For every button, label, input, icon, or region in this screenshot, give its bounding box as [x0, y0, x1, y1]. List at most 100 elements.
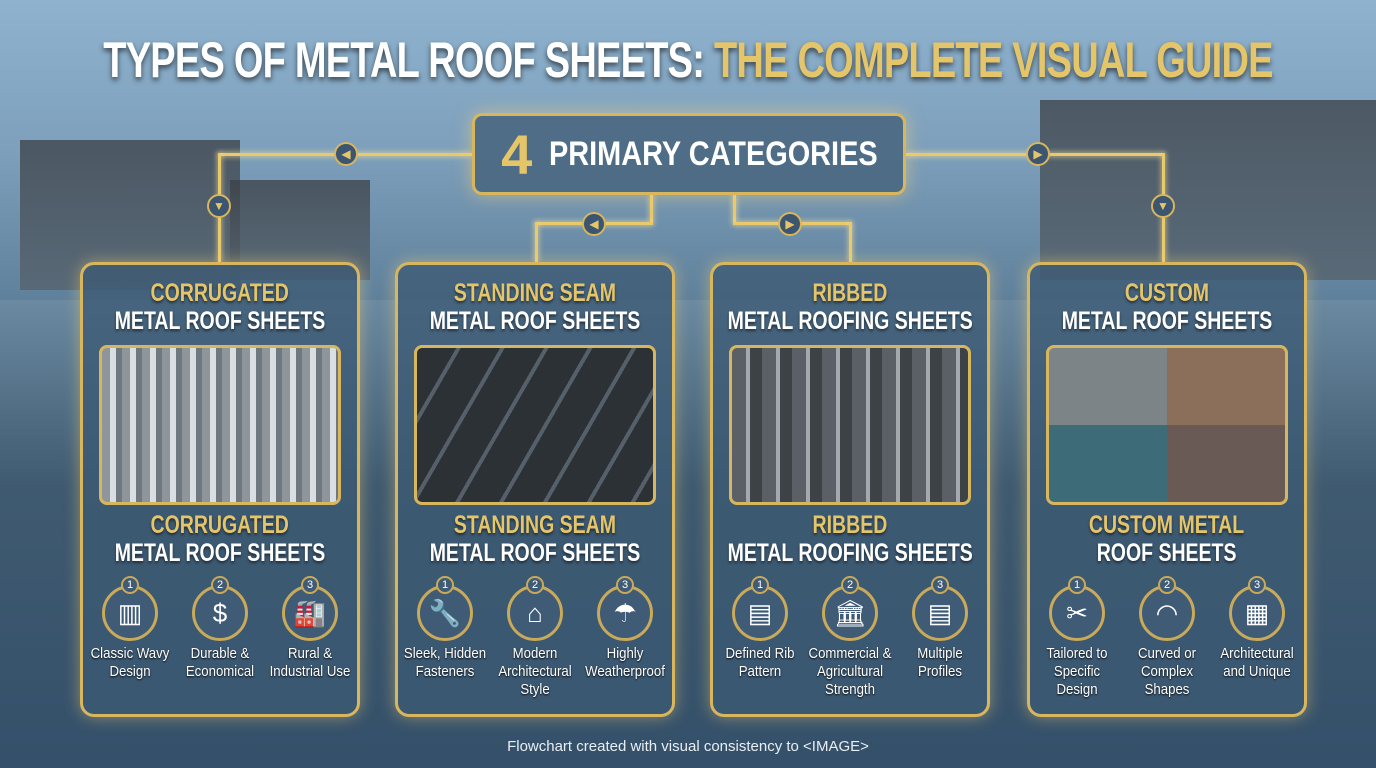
feature-number: 1: [751, 576, 769, 594]
footer-note: Flowchart created with visual consistenc…: [507, 738, 869, 755]
arrow-left-icon: ◀: [334, 142, 358, 166]
rain-cloud-icon: ☂ 3: [597, 576, 653, 641]
arrow-down-icon: ▼: [1151, 194, 1175, 218]
office-building-icon: ▦ 3: [1229, 576, 1285, 641]
connector: [733, 195, 736, 223]
arrow-down-icon: ▼: [207, 194, 231, 218]
heading-white: METAL ROOF SHEETS: [1061, 307, 1273, 335]
rib-pattern-icon: ▤ 1: [732, 576, 788, 641]
feature-1: ▥ 1 Classic Wavy Design: [85, 576, 175, 681]
feature-label: Multiple Profiles: [917, 645, 963, 680]
arrow-right-icon: ▶: [778, 212, 802, 236]
building-icon: 🏛 2: [822, 576, 878, 641]
feature-number: 2: [211, 576, 229, 594]
heading-gold: STANDING SEAM: [453, 279, 617, 307]
feature-2: $ 2 Durable & Economical: [175, 576, 265, 681]
corrugated-roof-image: [99, 345, 341, 505]
feature-3: ☂ 3 Highly Weatherproof: [580, 576, 670, 699]
feature-3: ▦ 3 Architectural and Unique: [1212, 576, 1302, 699]
connector: [650, 195, 653, 223]
feature-number: 3: [301, 576, 319, 594]
heading-white: METAL ROOF SHEETS: [114, 539, 326, 567]
feature-number: 2: [526, 576, 544, 594]
feature-2: 🏛 2 Commercial & Agricultural Strength: [805, 576, 895, 699]
feature-list: ▥ 1 Classic Wavy Design $ 2 Durable & Ec…: [83, 576, 357, 681]
feature-number: 3: [931, 576, 949, 594]
page-title: TYPES OF METAL ROOF SHEETS: THE COMPLETE…: [103, 32, 1273, 88]
feature-list: ✂ 1 Tailored to Specific Design ◠ 2 Curv…: [1030, 576, 1304, 699]
money-hand-icon: $ 2: [192, 576, 248, 641]
primary-categories-box: 4 PRIMARY CATEGORIES: [472, 113, 906, 195]
heading-white: METAL ROOF SHEETS: [114, 307, 326, 335]
category-label: PRIMARY CATEGORIES: [549, 134, 878, 173]
feature-label: Curved or Complex Shapes: [1138, 645, 1196, 698]
category-count: 4: [501, 122, 533, 186]
feature-label: Rural & Industrial Use: [269, 645, 351, 680]
connector: [535, 222, 538, 262]
feature-number: 1: [1068, 576, 1086, 594]
heading-gold: RIBBED: [812, 511, 888, 539]
document-icon: ▤ 3: [912, 576, 968, 641]
feature-2: ◠ 2 Curved or Complex Shapes: [1122, 576, 1212, 699]
feature-label: Sleek, Hidden Fasteners: [403, 645, 487, 680]
feature-3: 🏭 3 Rural & Industrial Use: [265, 576, 355, 681]
feature-number: 1: [436, 576, 454, 594]
arrow-right-icon: ▶: [1026, 142, 1050, 166]
feature-number: 2: [1158, 576, 1176, 594]
feature-list: ▤ 1 Defined Rib Pattern 🏛 2 Commercial &…: [713, 576, 987, 699]
feature-label: Durable & Economical: [185, 645, 255, 680]
feature-number: 2: [841, 576, 859, 594]
heading-gold: CORRUGATED: [150, 279, 290, 307]
house-icon: ⌂ 2: [507, 576, 563, 641]
feature-list: 🔧 1 Sleek, Hidden Fasteners ⌂ 2 Modern A…: [398, 576, 672, 699]
title-gold: THE COMPLETE VISUAL GUIDE: [713, 32, 1274, 88]
arrow-left-icon: ◀: [582, 212, 606, 236]
custom-roof-image: [1046, 345, 1288, 505]
feature-number: 1: [121, 576, 139, 594]
curved-sheet-icon: ◠ 2: [1139, 576, 1195, 641]
tools-icon: ✂ 1: [1049, 576, 1105, 641]
heading-gold: RIBBED: [812, 279, 888, 307]
heading-white: METAL ROOF SHEETS: [429, 307, 641, 335]
feature-number: 3: [1248, 576, 1266, 594]
connector: [849, 222, 852, 262]
feature-1: ✂ 1 Tailored to Specific Design: [1032, 576, 1122, 699]
ribbed-roof-image: [729, 345, 971, 505]
heading-white: METAL ROOFING SHEETS: [727, 307, 973, 335]
feature-3: ▤ 3 Multiple Profiles: [895, 576, 985, 699]
feature-label: Defined Rib Pattern: [725, 645, 795, 680]
heading-gold: CUSTOM METAL: [1089, 511, 1245, 539]
feature-label: Commercial & Agricultural Strength: [808, 645, 892, 698]
heading-gold: CUSTOM: [1124, 279, 1210, 307]
house-right: [1040, 100, 1376, 280]
feature-number: 3: [616, 576, 634, 594]
corrugated-sheet-icon: ▥ 1: [102, 576, 158, 641]
feature-label: Modern Architectural Style: [498, 645, 572, 698]
heading-white: METAL ROOF SHEETS: [429, 539, 641, 567]
title-white: TYPES OF METAL ROOF SHEETS:: [103, 32, 705, 88]
feature-label: Classic Wavy Design: [90, 645, 170, 680]
standing-seam-roof-image: [414, 345, 656, 505]
heading-white: METAL ROOFING SHEETS: [727, 539, 973, 567]
feature-1: ▤ 1 Defined Rib Pattern: [715, 576, 805, 699]
industrial-icon: 🏭 3: [282, 576, 338, 641]
feature-label: Highly Weatherproof: [585, 645, 665, 680]
heading-gold: STANDING SEAM: [453, 511, 617, 539]
feature-1: 🔧 1 Sleek, Hidden Fasteners: [400, 576, 490, 699]
feature-label: Tailored to Specific Design: [1046, 645, 1108, 698]
feature-label: Architectural and Unique: [1220, 645, 1294, 680]
feature-2: ⌂ 2 Modern Architectural Style: [490, 576, 580, 699]
heading-white: ROOF SHEETS: [1097, 539, 1237, 567]
heading-gold: CORRUGATED: [150, 511, 290, 539]
